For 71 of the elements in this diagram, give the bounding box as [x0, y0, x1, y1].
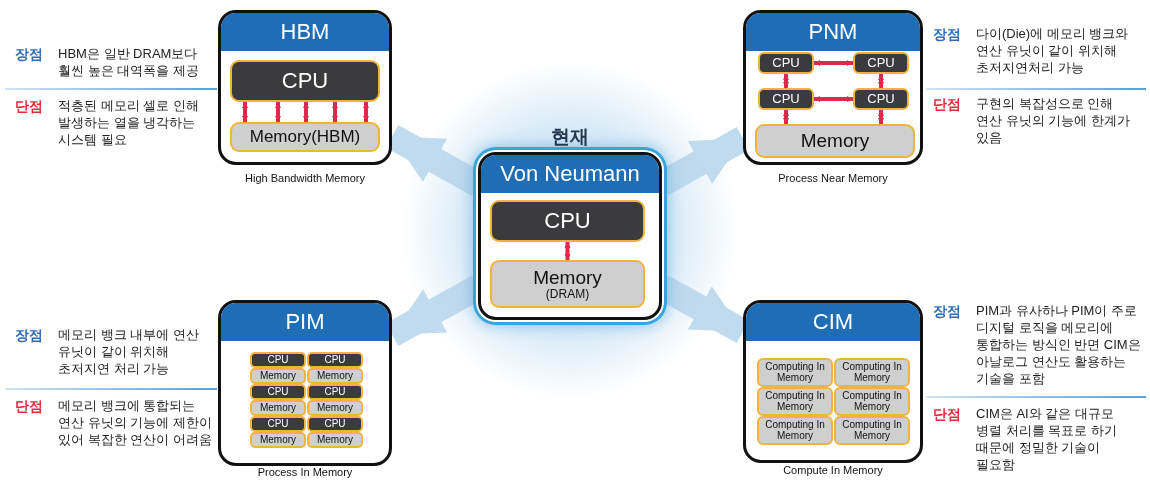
disadvantage-label: 단점: [15, 98, 43, 116]
block-label: Memory: [533, 267, 602, 288]
double-arrow: [241, 102, 249, 122]
double-arrow: [302, 102, 310, 122]
description-text: 메모리 뱅크 내부에 연산 유닛이 같이 위치해 초저지연 처리 가능: [58, 326, 200, 377]
description-text: PIM과 유사하나 PIM이 주로 디지털 로직을 메모리에 통합하는 방식인 반면 CIM은 아날로그 연산도 활용하는 기술을 포함: [976, 302, 1141, 387]
memory-block: Memory: [307, 368, 363, 384]
description-text: 메모리 뱅크에 통합되는 연산 유닛의 기능에 제한이 있어 복잡한 연산이 어려움: [58, 397, 213, 448]
heading: 현재: [550, 125, 590, 149]
cpu-block: CPU: [490, 200, 645, 242]
description-text: 구현의 복잡성으로 인해 연산 유닛의 기능에 한계가 있음: [976, 95, 1131, 146]
memory-block: Memory: [250, 432, 306, 448]
double-arrow: [814, 95, 853, 103]
cpu-block: CPU: [758, 52, 814, 74]
block-label: (DRAM): [545, 287, 590, 301]
architecture-panel: [743, 300, 923, 463]
advantage-label: 장점: [15, 46, 43, 64]
node-label: Process Near Memory: [777, 172, 889, 184]
cpu-block: CPU: [307, 416, 363, 432]
disadvantage-label: 단점: [933, 96, 961, 114]
double-arrow: [782, 74, 790, 88]
cpu-block: CPU: [307, 352, 363, 368]
advantage-label: 장점: [15, 327, 43, 345]
memory-block: [490, 260, 645, 308]
memory-block: Memory(HBM): [230, 122, 380, 152]
memory-block: Memory: [307, 432, 363, 448]
node-label: High Bandwidth Memory: [244, 172, 366, 184]
memory-block: Memory: [250, 368, 306, 384]
panel-title: Von Neumann: [481, 155, 659, 193]
advantage-label: 장점: [933, 26, 961, 44]
memory-block: Computing In Memory: [757, 387, 833, 416]
panel-title: CIM: [746, 303, 920, 341]
double-arrow: [362, 102, 370, 122]
cpu-block: CPU: [853, 88, 909, 110]
double-arrow: [877, 110, 885, 124]
double-arrow: [564, 242, 571, 260]
architecture-panel: [218, 10, 392, 165]
double-arrow: [274, 102, 282, 122]
cpu-block: CPU: [307, 384, 363, 400]
cpu-block: CPU: [250, 416, 306, 432]
cpu-block: CPU: [250, 384, 306, 400]
panel-title: PNM: [746, 13, 920, 51]
cpu-block: CPU: [230, 60, 380, 102]
double-arrow: [877, 74, 885, 88]
double-arrow: [782, 110, 790, 124]
panel-title: PIM: [221, 303, 389, 341]
memory-block: Computing In Memory: [834, 416, 910, 445]
memory-block: Computing In Memory: [757, 358, 833, 387]
double-arrow: [814, 59, 853, 67]
memory-block: Computing In Memory: [757, 416, 833, 445]
node-label: Compute In Memory: [782, 464, 884, 476]
node-label: Process In Memory: [256, 466, 354, 478]
double-arrow: [331, 102, 339, 122]
advantage-label: 장점: [933, 303, 961, 321]
description-text: CIM은 AI와 같은 대규모 병렬 처리를 목표로 하기 때문에 정밀한 기술이 필요함: [976, 405, 1118, 473]
memory-block: Memory: [250, 400, 306, 416]
description-text: HBM은 일반 DRAM보다 훨씬 높은 대역폭을 제공: [58, 45, 200, 79]
memory-block: Memory: [307, 400, 363, 416]
panel-title: HBM: [221, 13, 389, 51]
architecture-panel: [218, 300, 392, 466]
cpu-block: CPU: [250, 352, 306, 368]
memory-block: Memory: [755, 124, 915, 158]
description-text: 적층된 메모리 셀로 인해 발생하는 열을 냉각하는 시스템 필요: [58, 97, 200, 148]
cpu-block: CPU: [853, 52, 909, 74]
memory-block: Computing In Memory: [834, 358, 910, 387]
disadvantage-label: 단점: [15, 398, 43, 416]
description-text: 다이(Die)에 메모리 뱅크와 연산 유닛이 같이 위치해 초저지연처리 가능: [976, 25, 1130, 76]
disadvantage-label: 단점: [933, 406, 961, 424]
cpu-block: CPU: [758, 88, 814, 110]
memory-block: Computing In Memory: [834, 387, 910, 416]
architecture-panel: [743, 10, 923, 165]
